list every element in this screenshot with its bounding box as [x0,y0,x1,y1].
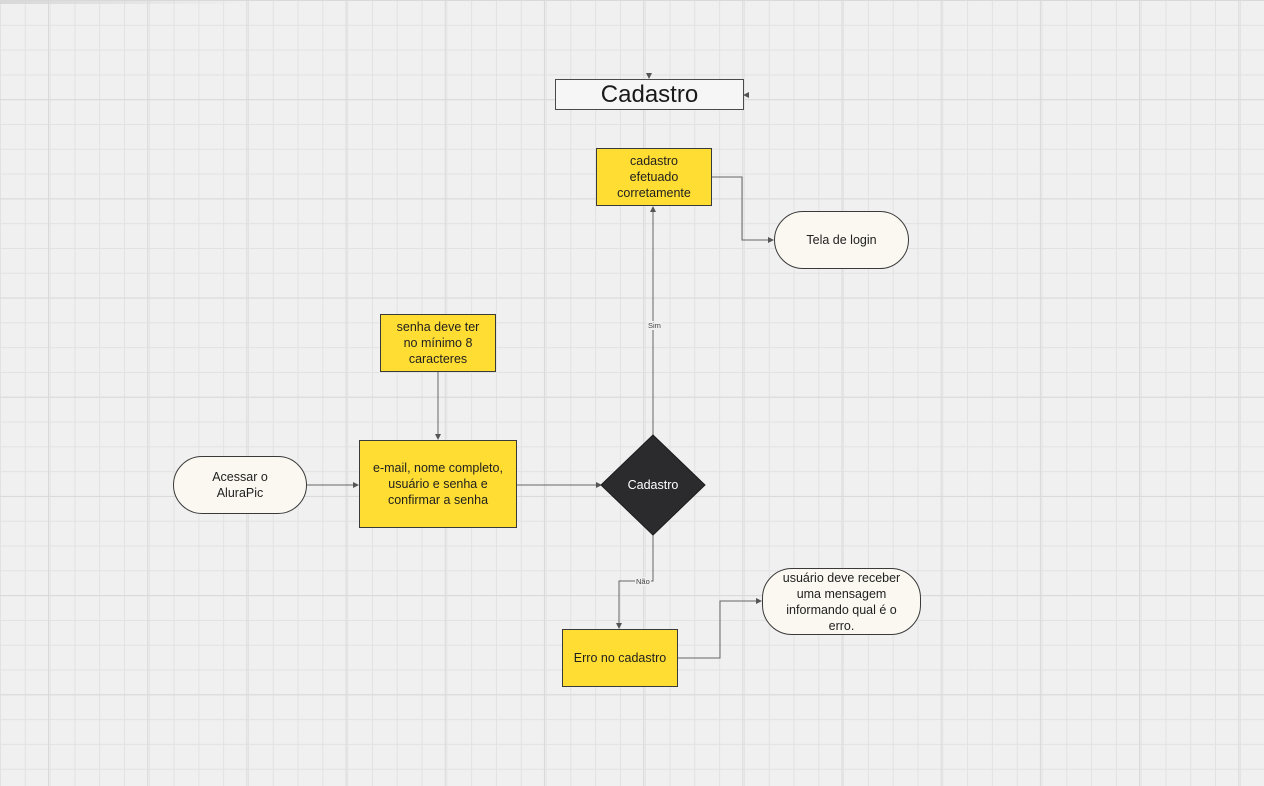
error-process-text: Erro no cadastro [573,651,667,665]
diagram-title[interactable]: Cadastro [555,79,744,110]
diagram-title-text: Cadastro [600,80,699,108]
error-process[interactable]: Erro no cadastro [562,629,678,687]
error-message-terminal[interactable]: usuário deve receber uma mensagem inform… [762,568,921,635]
success-process-text: cadastro efetuado corretamente [617,154,691,200]
edge-label-no-text: Não [636,577,650,586]
start-terminal[interactable]: Acessar o AluraPic [173,456,307,514]
form-process[interactable]: e-mail, nome completo, usuário e senha e… [359,440,517,528]
password-rule-text: senha deve ter no mínimo 8 caracteres [396,320,480,366]
edge-label-yes-text: Sim [648,321,661,330]
password-rule-note[interactable]: senha deve ter no mínimo 8 caracteres [380,314,496,372]
login-terminal-text: Tela de login [806,233,877,247]
decision-label-text: Cadastro [627,478,679,492]
decision-label: Cadastro [601,470,705,500]
form-process-text: e-mail, nome completo, usuário e senha e… [373,461,503,507]
error-message-text: usuário deve receber uma mensagem inform… [782,570,901,633]
start-terminal-text: Acessar o AluraPic [212,470,268,500]
connector-success-to-login [712,176,774,243]
edge-label-yes: Sim [647,321,662,330]
toolbar-shadow [0,0,250,4]
success-process[interactable]: cadastro efetuado corretamente [596,148,712,206]
edge-label-no: Não [635,577,651,586]
connector-error-to-message [678,598,762,659]
decision-diamond[interactable] [600,434,706,536]
login-terminal[interactable]: Tela de login [774,211,909,269]
